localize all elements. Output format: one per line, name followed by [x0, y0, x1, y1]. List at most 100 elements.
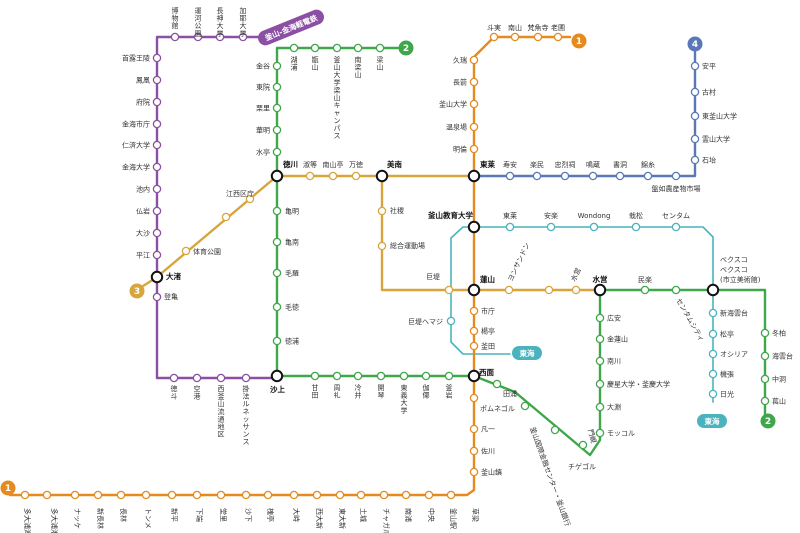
station-marker[interactable] [152, 119, 162, 129]
station-marker[interactable] [631, 222, 641, 232]
station-marker[interactable] [469, 341, 479, 351]
station-marker[interactable] [595, 313, 605, 323]
station-marker[interactable] [505, 222, 515, 232]
station-marker[interactable] [181, 246, 191, 256]
station-marker[interactable] [446, 490, 456, 500]
station-marker[interactable] [421, 371, 431, 381]
station-marker[interactable] [289, 490, 299, 500]
station-marker[interactable] [272, 61, 282, 71]
station-marker[interactable] [560, 171, 570, 181]
station-marker[interactable] [93, 490, 103, 500]
station-marker[interactable] [469, 424, 479, 434]
station-marker[interactable] [245, 194, 255, 204]
transfer-station-marker[interactable] [467, 283, 481, 297]
station-marker[interactable] [708, 349, 718, 359]
station-marker[interactable] [690, 111, 700, 121]
station-marker[interactable] [504, 285, 514, 295]
station-marker[interactable] [595, 379, 605, 389]
station-marker[interactable] [377, 206, 387, 216]
station-marker[interactable] [760, 351, 770, 361]
station-marker[interactable] [520, 401, 530, 411]
transfer-station-marker[interactable] [150, 270, 164, 284]
station-marker[interactable] [469, 306, 479, 316]
station-marker[interactable] [469, 122, 479, 132]
station-marker[interactable] [169, 373, 179, 383]
station-marker[interactable] [263, 490, 273, 500]
station-marker[interactable] [671, 222, 681, 232]
station-marker[interactable] [550, 425, 560, 435]
station-marker[interactable] [708, 329, 718, 339]
station-marker[interactable] [640, 285, 650, 295]
station-marker[interactable] [589, 222, 599, 232]
station-marker[interactable] [215, 32, 225, 42]
station-marker[interactable] [272, 237, 282, 247]
station-marker[interactable] [20, 490, 30, 500]
station-marker[interactable] [671, 171, 681, 181]
station-marker[interactable] [595, 356, 605, 366]
station-marker[interactable] [532, 171, 542, 181]
station-marker[interactable] [312, 490, 322, 500]
station-marker[interactable] [708, 389, 718, 399]
station-marker[interactable] [289, 43, 299, 53]
station-marker[interactable] [272, 82, 282, 92]
station-marker[interactable] [424, 490, 434, 500]
station-marker[interactable] [615, 171, 625, 181]
station-marker[interactable] [272, 268, 282, 278]
station-marker[interactable] [671, 285, 681, 295]
transfer-station-marker[interactable] [270, 369, 284, 383]
transfer-station-marker[interactable] [467, 369, 481, 383]
station-marker[interactable] [469, 144, 479, 154]
station-marker[interactable] [469, 77, 479, 87]
station-marker[interactable] [272, 125, 282, 135]
station-marker[interactable] [643, 171, 653, 181]
station-marker[interactable] [690, 155, 700, 165]
station-marker[interactable] [216, 373, 226, 383]
station-marker[interactable] [272, 206, 282, 216]
transfer-station-marker[interactable] [467, 169, 481, 183]
station-marker[interactable] [375, 43, 385, 53]
station-marker[interactable] [116, 490, 126, 500]
station-marker[interactable] [469, 446, 479, 456]
station-marker[interactable] [546, 222, 556, 232]
station-marker[interactable] [553, 32, 563, 42]
station-marker[interactable] [241, 490, 251, 500]
station-marker[interactable] [379, 490, 389, 500]
transfer-station-marker[interactable] [467, 220, 481, 234]
station-marker[interactable] [353, 371, 363, 381]
station-marker[interactable] [492, 379, 502, 389]
station-marker[interactable] [152, 206, 162, 216]
station-marker[interactable] [571, 285, 581, 295]
station-marker[interactable] [760, 374, 770, 384]
station-marker[interactable] [469, 326, 479, 336]
station-marker[interactable] [272, 147, 282, 157]
station-marker[interactable] [510, 32, 520, 42]
station-marker[interactable] [760, 396, 770, 406]
station-marker[interactable] [544, 285, 554, 295]
station-marker[interactable] [469, 99, 479, 109]
station-marker[interactable] [469, 55, 479, 65]
station-marker[interactable] [152, 53, 162, 63]
transfer-station-marker[interactable] [375, 169, 389, 183]
station-marker[interactable] [760, 328, 770, 338]
station-marker[interactable] [152, 97, 162, 107]
station-marker[interactable] [446, 316, 456, 326]
station-marker[interactable] [690, 134, 700, 144]
station-marker[interactable] [690, 61, 700, 71]
station-marker[interactable] [70, 490, 80, 500]
station-marker[interactable] [272, 103, 282, 113]
station-marker[interactable] [152, 162, 162, 172]
transfer-station-marker[interactable] [593, 283, 607, 297]
station-marker[interactable] [152, 228, 162, 238]
station-marker[interactable] [305, 171, 315, 181]
station-marker[interactable] [595, 334, 605, 344]
station-marker[interactable] [310, 43, 320, 53]
station-marker[interactable] [376, 371, 386, 381]
station-marker[interactable] [272, 336, 282, 346]
station-marker[interactable] [310, 371, 320, 381]
station-marker[interactable] [353, 43, 363, 53]
station-marker[interactable] [469, 467, 479, 477]
station-marker[interactable] [238, 32, 248, 42]
station-marker[interactable] [221, 212, 231, 222]
station-marker[interactable] [170, 32, 180, 42]
station-marker[interactable] [533, 32, 543, 42]
